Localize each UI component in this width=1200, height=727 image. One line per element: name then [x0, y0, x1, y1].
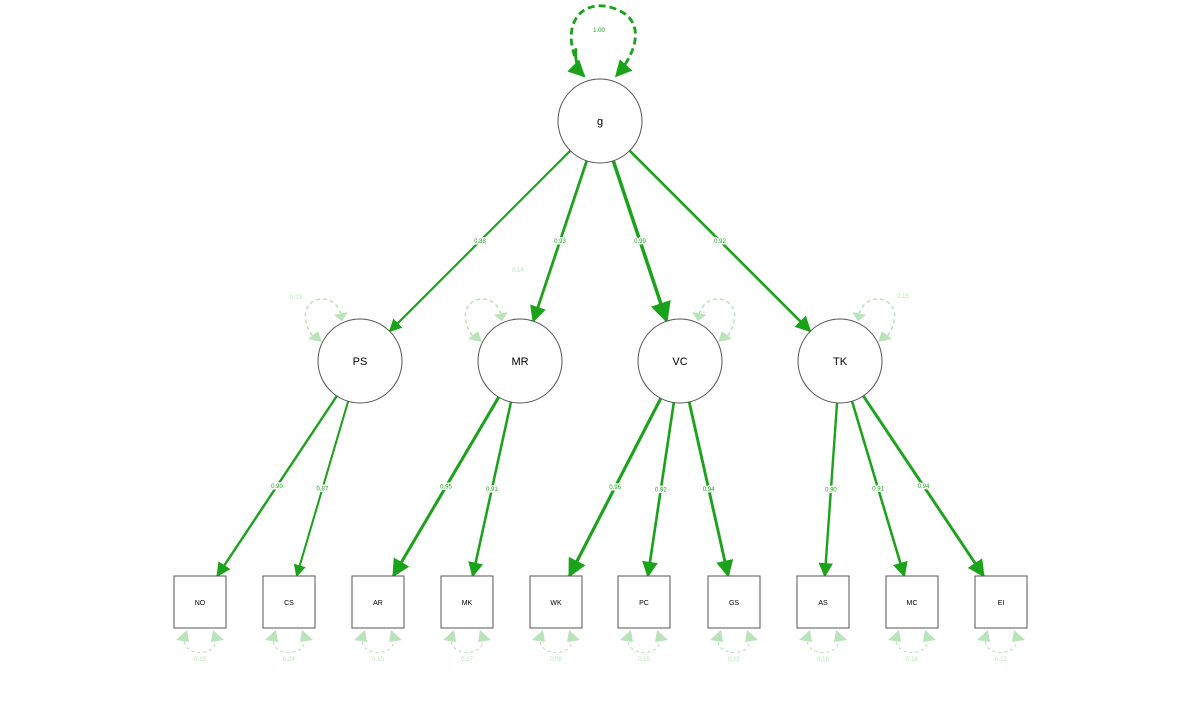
observed-node-EI: EI — [974, 575, 1028, 629]
edge-label-MR-AR: 0.95 — [440, 485, 452, 491]
observed-node-AS: AS — [796, 575, 850, 629]
edge-label-VC-PC: 0.92 — [655, 487, 667, 493]
residual-loop-MC: 0.16 — [888, 630, 936, 663]
edge-label-PS-NO: 0.90 — [271, 484, 283, 490]
residual-loop-PC: 0.15 — [620, 630, 668, 663]
observed-node-WK: WK — [529, 575, 583, 629]
node-label-NO: NO — [195, 600, 206, 607]
variance-label-MR: 0.14 — [512, 268, 524, 274]
residual-loop-CS: 0.24 — [265, 630, 313, 663]
node-label-WK: WK — [550, 600, 562, 607]
edge-VC-GS — [687, 401, 734, 578]
observed-node-CS: CS — [262, 575, 316, 629]
node-label-AR: AR — [373, 600, 383, 607]
edge-label-MR-MK: 0.91 — [486, 487, 498, 493]
variance-loop-g: 1.00 — [567, 4, 637, 78]
latent-node-PS: PS — [317, 318, 403, 404]
node-label-CS: CS — [284, 600, 294, 607]
edge-VC-PC — [642, 402, 676, 578]
edge-g-TK — [628, 149, 812, 333]
node-label-PS: PS — [353, 356, 368, 368]
observed-node-AR: AR — [351, 575, 405, 629]
residual-label-MC: 0.16 — [906, 657, 918, 663]
edge-PS-NO — [216, 395, 338, 578]
edge-MR-AR — [392, 396, 500, 578]
residual-label-CS: 0.24 — [283, 657, 295, 663]
variance-loop-MR: 0.14 — [464, 268, 524, 342]
observed-node-MK: MK — [440, 575, 494, 629]
residual-label-MK: 0.17 — [461, 657, 473, 663]
node-label-g: g — [597, 116, 603, 128]
observed-node-NO: NO — [173, 575, 227, 629]
variance-label-g: 1.00 — [593, 28, 605, 34]
node-label-GS: GS — [729, 600, 739, 607]
node-label-TK: TK — [833, 356, 848, 368]
observed-node-MC: MC — [885, 575, 939, 629]
residual-label-AR: 0.10 — [372, 657, 384, 663]
node-label-AS: AS — [818, 600, 828, 607]
variance-label-TK: 0.15 — [897, 294, 909, 300]
edge-label-VC-WK: 0.96 — [609, 485, 621, 491]
node-label-PC: PC — [639, 600, 649, 607]
variance-label-PS: 0.23 — [290, 295, 302, 301]
edge-label-g-MR: 0.93 — [554, 239, 566, 245]
node-label-MK: MK — [462, 600, 473, 607]
residual-label-PC: 0.15 — [638, 657, 650, 663]
residual-loop-AS: 0.18 — [799, 630, 847, 663]
edge-label-g-TK: 0.92 — [714, 239, 726, 245]
residual-loop-NO: 0.19 — [176, 630, 224, 663]
edge-label-TK-AS: 0.90 — [825, 487, 837, 493]
residual-label-AS: 0.18 — [817, 657, 829, 663]
edge-label-TK-EI: 0.94 — [918, 484, 930, 490]
loading-edges: 0.88 0.93 0.99 0.92 0.90 0.87 0.95 0.91 0.96 0.92… — [216, 149, 985, 578]
node-label-MR: MR — [511, 356, 528, 368]
variance-loops: 1.00 0.23 0.14 0.02 0.15 0.19 0.24 0.10 0.17 0.08… — [176, 4, 1025, 663]
nodes: gPS MR VC TK NO CS AR MK WK PC GS AS MC EI — [173, 78, 1028, 629]
edge-TK-AS — [818, 402, 839, 578]
edge-PS-CS — [293, 400, 350, 578]
node-label-VC: VC — [672, 356, 687, 368]
residual-label-EI: 0.12 — [995, 657, 1007, 663]
residual-loop-AR: 0.10 — [354, 630, 402, 663]
residual-loop-MK: 0.17 — [443, 630, 491, 663]
residual-loop-WK: 0.08 — [532, 630, 580, 663]
residual-loop-GS: 0.12 — [710, 630, 758, 663]
residual-label-WK: 0.08 — [550, 657, 562, 663]
latent-node-g: g — [557, 78, 643, 164]
edge-label-g-VC: 0.99 — [634, 239, 646, 245]
latent-node-TK: TK — [797, 318, 883, 404]
observed-node-GS: GS — [707, 575, 761, 629]
variance-loop-VC: 0.02 — [692, 298, 736, 342]
residual-label-GS: 0.12 — [728, 657, 740, 663]
edge-VC-WK — [567, 397, 663, 578]
variance-label-VC: 0.02 — [694, 312, 706, 318]
residual-loop-EI: 0.12 — [977, 630, 1025, 663]
edge-g-PS — [388, 149, 572, 333]
node-label-EI: EI — [998, 600, 1005, 607]
edge-g-VC — [611, 160, 671, 324]
node-label-MC: MC — [907, 600, 918, 607]
edge-TK-EI — [862, 395, 985, 578]
variance-loop-TK: 0.15 — [852, 294, 909, 342]
edge-MR-MK — [468, 401, 513, 578]
edge-g-MR — [530, 160, 589, 323]
residual-label-NO: 0.19 — [194, 657, 206, 663]
edge-label-TK-MC: 0.91 — [872, 487, 884, 493]
edge-label-VC-GS: 0.94 — [703, 487, 715, 493]
edge-label-g-PS: 0.88 — [474, 239, 486, 245]
variance-loop-PS: 0.23 — [290, 295, 348, 342]
edge-label-PS-CS: 0.87 — [317, 487, 329, 493]
observed-node-PC: PC — [617, 575, 671, 629]
latent-node-VC: VC — [637, 318, 723, 404]
latent-node-MR: MR — [477, 318, 563, 404]
edge-TK-MC — [850, 400, 908, 578]
